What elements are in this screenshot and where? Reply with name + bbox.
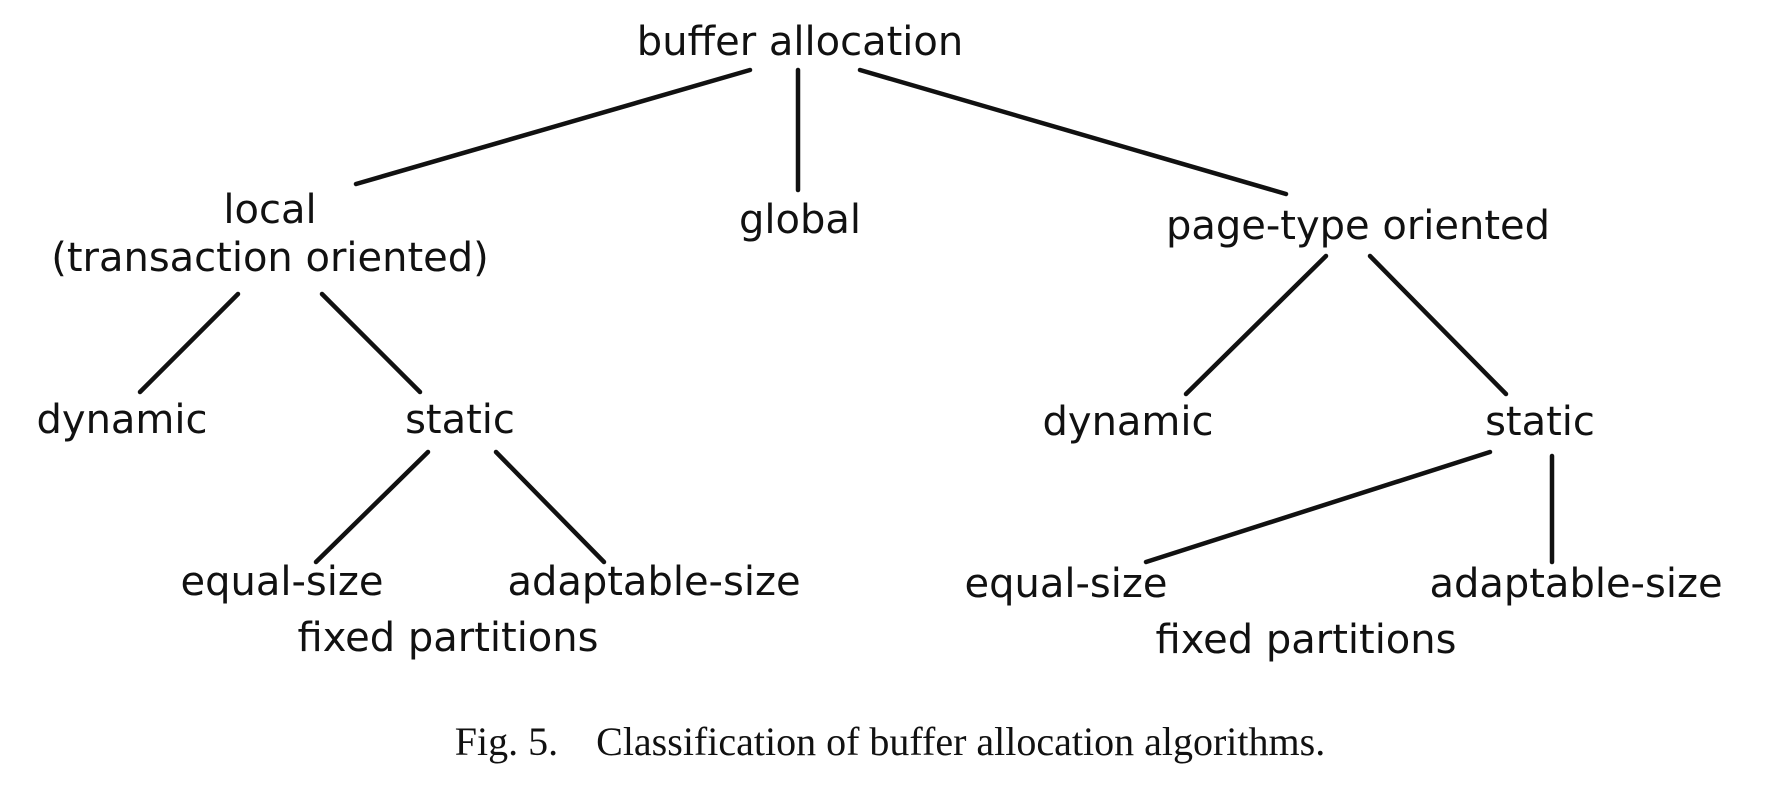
node-pt-fixed-partitions: fixed partitions <box>1155 617 1457 663</box>
figure-caption-text: Classification of buffer allocation algo… <box>596 719 1326 764</box>
edge-root-page-type <box>857 67 1289 197</box>
node-local-dynamic: dynamic <box>36 397 208 443</box>
edge-pt-static <box>1367 253 1509 397</box>
edge-local-static-equal <box>313 449 431 565</box>
node-global: global <box>739 197 861 243</box>
figure-caption: Fig. 5. Classification of buffer allocati… <box>455 718 1325 765</box>
node-local-static: static <box>405 397 515 443</box>
node-pt-adaptable-size: adaptable-size <box>1429 561 1723 607</box>
edge-local-static-adaptable <box>493 449 607 565</box>
node-local-sublabel: (transaction oriented) <box>51 235 489 281</box>
node-local: local (transaction oriented) <box>51 186 489 282</box>
node-pt-dynamic: dynamic <box>1042 399 1214 445</box>
node-pt-equal-size: equal-size <box>964 561 1168 607</box>
figure-number: Fig. 5. <box>454 719 559 764</box>
node-page-type-oriented: page-type oriented <box>1165 203 1551 249</box>
node-pt-static: static <box>1485 399 1595 445</box>
edge-root-local <box>353 67 753 187</box>
edge-pt-dynamic <box>1183 253 1329 397</box>
node-local-adaptable-size: adaptable-size <box>507 559 801 605</box>
node-local-fixed-partitions: fixed partitions <box>297 615 599 661</box>
node-local-label: local <box>223 187 317 233</box>
node-local-equal-size: equal-size <box>180 559 384 605</box>
edge-local-dynamic <box>137 291 241 395</box>
edge-pt-static-equal <box>1143 449 1493 565</box>
node-buffer-allocation: buffer allocation <box>636 19 964 65</box>
edge-local-static <box>319 291 423 395</box>
